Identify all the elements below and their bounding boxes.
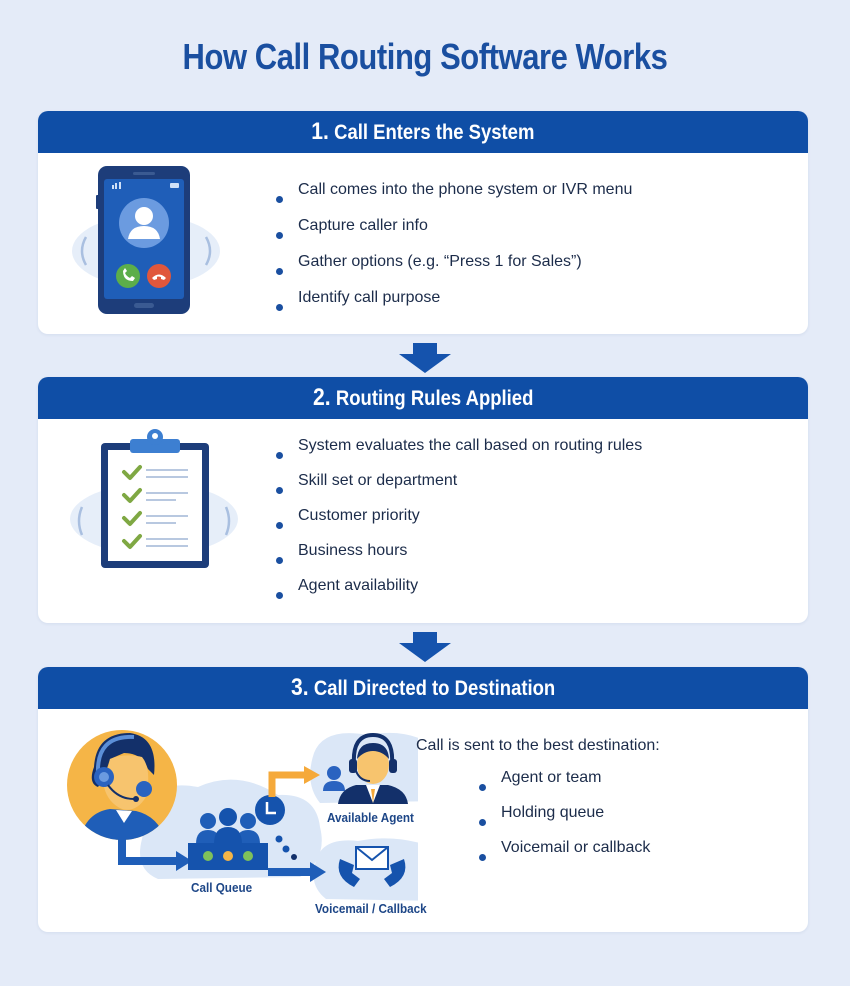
voicemail-callback-icon	[338, 846, 406, 887]
step-1-header: 1.Call Enters the System	[38, 111, 808, 153]
step-2-card: 2.Routing Rules Applied	[38, 377, 808, 623]
bullet-item: Customer priority	[276, 507, 642, 542]
bullet-item: System evaluates the call based on routi…	[276, 437, 642, 472]
step-2-heading: Routing Rules Applied	[335, 387, 534, 410]
step-2-number: 2.	[312, 384, 331, 411]
page-title: How Call Routing Software Works	[182, 36, 668, 77]
bullet-item: Holding queue	[479, 804, 650, 839]
bullet-item: Skill set or department	[276, 472, 642, 507]
clipboard-checklist-icon	[70, 429, 238, 568]
bullet-item: Identify call purpose	[276, 289, 632, 325]
bullet-item: Call comes into the phone system or IVR …	[276, 181, 632, 217]
bullet-item: Agent availability	[276, 577, 642, 612]
step-2-bullet-list: System evaluates the call based on routi…	[276, 437, 642, 612]
step-1-card: 1.Call Enters the System Call comes into…	[38, 111, 808, 334]
smartphone-incoming-call-icon	[72, 166, 220, 314]
bullet-item: Capture caller info	[276, 217, 632, 253]
down-arrow-icon	[399, 343, 451, 373]
step-1-number: 1.	[311, 118, 330, 145]
available-agent-label: Available Agent	[327, 810, 414, 825]
step-3-bullet-list: Agent or team Holding queue Voicemail or…	[479, 769, 650, 874]
call-queue-label: Call Queue	[191, 880, 253, 895]
step-1-bullet-list: Call comes into the phone system or IVR …	[276, 181, 632, 325]
bullet-item: Gather options (e.g. “Press 1 for Sales”…	[276, 253, 632, 289]
bullet-item: Business hours	[276, 542, 642, 577]
step-3-intro: Call is sent to the best destination:	[416, 737, 660, 754]
bullet-item: Voicemail or callback	[479, 839, 650, 874]
step-3-header: 3.Call Directed to Destination	[38, 667, 808, 709]
step-3-heading: Call Directed to Destination	[313, 677, 556, 700]
step-1-heading: Call Enters the System	[334, 121, 535, 144]
voicemail-callback-label: Voicemail / Callback	[315, 901, 427, 916]
available-agent-icon	[323, 732, 408, 804]
step-3-number: 3.	[290, 674, 309, 701]
call-flow-diagram-icon	[67, 730, 418, 901]
step-3-card: 3.Call Directed to Destination	[38, 667, 808, 932]
call-queue-icon	[188, 808, 268, 870]
down-arrow-icon	[399, 632, 451, 662]
bullet-item: Agent or team	[479, 769, 650, 804]
step-2-header: 2.Routing Rules Applied	[38, 377, 808, 419]
